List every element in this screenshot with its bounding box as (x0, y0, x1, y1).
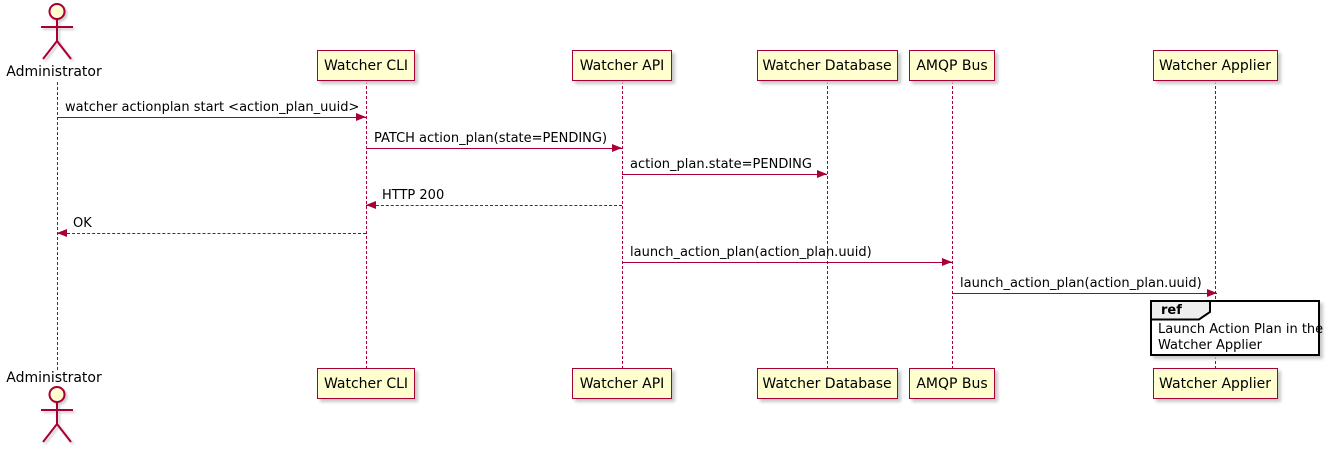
ref-text-line: Watcher Applier (1158, 338, 1262, 353)
message-line (622, 174, 827, 175)
ref-tag-label: ref (1161, 303, 1182, 318)
message-line (57, 233, 366, 234)
message-line (366, 205, 622, 206)
actor-label-top: Administrator (6, 64, 102, 80)
actor-lifeline (57, 82, 58, 370)
message-label: launch_action_plan(action_plan.uuid) (960, 276, 1202, 291)
message-label: watcher actionplan start <action_plan_uu… (65, 100, 360, 115)
lifeline (952, 81, 953, 369)
message-label: PATCH action_plan(state=PENDING) (374, 131, 608, 146)
ref-text-line: Launch Action Plan in the (1158, 322, 1324, 337)
administrator-actor-icon (29, 2, 85, 68)
participant-box-top: Watcher Database (756, 50, 898, 81)
participant-box-bottom: Watcher API (572, 368, 672, 399)
message-line (366, 148, 622, 149)
message-line (622, 262, 952, 263)
ref-tag-pentagon (1150, 300, 1212, 325)
message-arrowhead-icon (942, 258, 952, 266)
message-arrowhead-icon (817, 170, 827, 178)
message-arrowhead-icon (356, 113, 366, 121)
actor-label-bottom: Administrator (6, 370, 102, 386)
message-label: OK (73, 216, 92, 231)
lifeline (827, 81, 828, 369)
participant-box-top: Watcher API (572, 50, 672, 81)
message-arrowhead-icon (57, 229, 67, 237)
participant-box-top: Watcher CLI (317, 50, 415, 81)
message-line (952, 293, 1217, 294)
message-arrowhead-icon (366, 201, 376, 209)
lifeline (366, 81, 367, 369)
message-line (57, 117, 366, 118)
message-arrowhead-icon (612, 144, 622, 152)
administrator-actor-icon (29, 385, 85, 451)
lifeline (1215, 81, 1216, 369)
participant-box-bottom: AMQP Bus (909, 368, 995, 399)
participant-box-bottom: Watcher Applier (1152, 368, 1278, 399)
message-arrowhead-icon (1207, 289, 1217, 297)
message-label: action_plan.state=PENDING (630, 157, 812, 172)
participant-box-bottom: Watcher CLI (317, 368, 415, 399)
participant-box-bottom: Watcher Database (756, 368, 898, 399)
lifeline (622, 81, 623, 369)
participant-box-top: Watcher Applier (1152, 50, 1278, 81)
message-label: launch_action_plan(action_plan.uuid) (630, 245, 872, 260)
message-label: HTTP 200 (382, 188, 445, 203)
participant-box-top: AMQP Bus (909, 50, 995, 81)
